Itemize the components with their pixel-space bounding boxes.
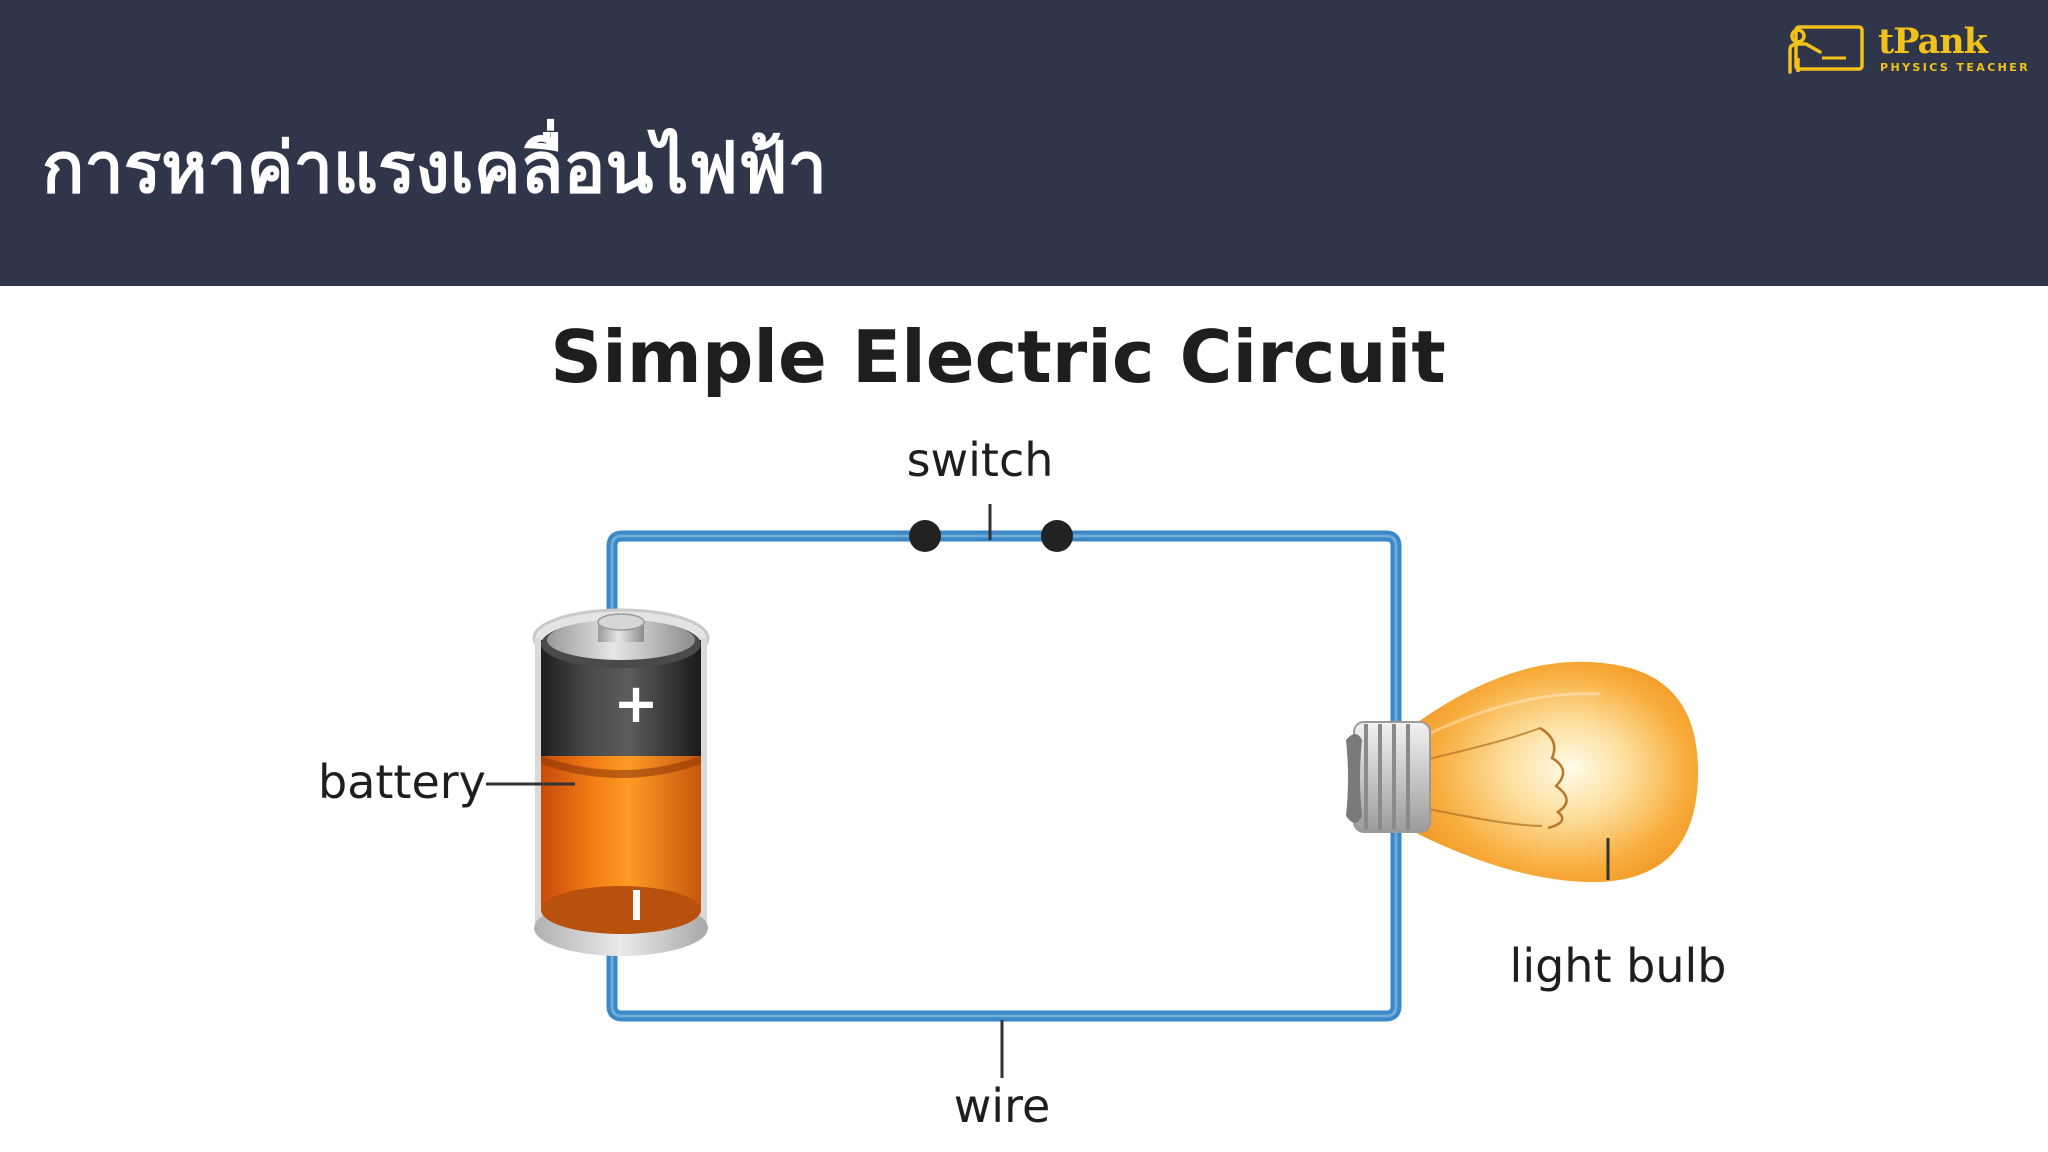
battery-label: battery bbox=[318, 755, 486, 809]
diagram-title: Simple Electric Circuit bbox=[550, 315, 1445, 399]
battery: + bbox=[532, 608, 710, 956]
teacher-at-board-icon bbox=[1788, 25, 1864, 74]
circuit-wire-highlight bbox=[610, 534, 1398, 1018]
circuit-wire bbox=[606, 530, 1402, 1022]
battery-positive-sign: + bbox=[613, 672, 658, 735]
logo-name: tPank bbox=[1878, 21, 1988, 62]
battery-negative-sign bbox=[633, 890, 640, 920]
logo-tagline: PHYSICS TEACHER bbox=[1880, 61, 2031, 74]
slide-title: การหาค่าแรงเคลื่อนไฟฟ้า bbox=[42, 127, 827, 209]
light-bulb bbox=[1346, 661, 1699, 883]
wire-label: wire bbox=[954, 1079, 1051, 1133]
switch-label: switch bbox=[907, 433, 1054, 487]
switch-contact-right bbox=[1041, 520, 1073, 552]
header-band bbox=[0, 0, 2048, 286]
light-bulb-label: light bulb bbox=[1510, 939, 1727, 993]
brand-logo: tPank PHYSICS TEACHER bbox=[1786, 24, 2032, 80]
switch-contact-left bbox=[909, 520, 941, 552]
